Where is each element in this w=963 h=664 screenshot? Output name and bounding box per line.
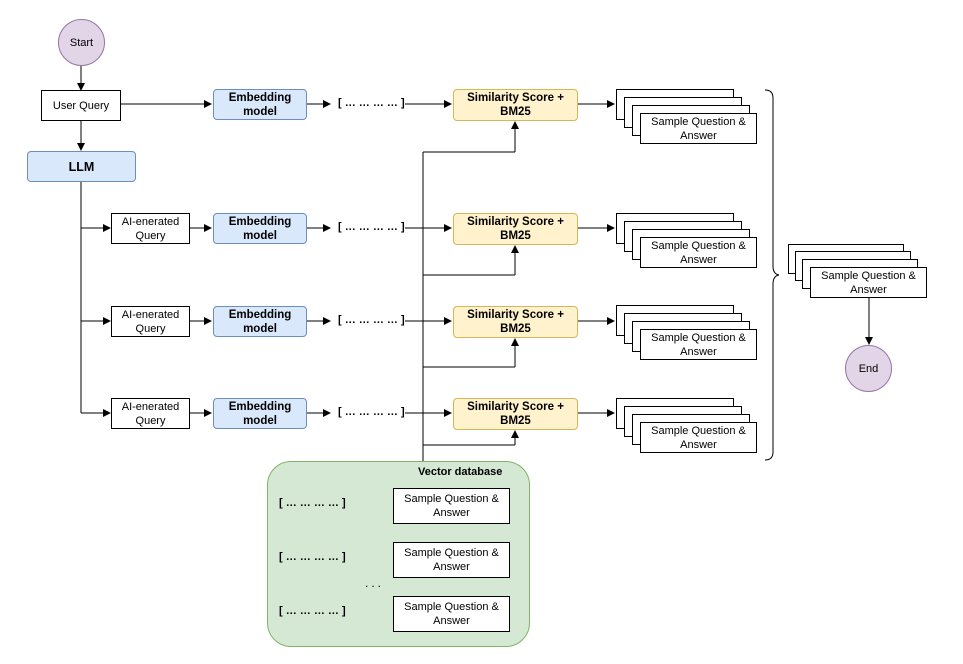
embedding-model-label: Embedding model — [228, 400, 292, 427]
llm-label: LLM — [68, 159, 95, 174]
database-qa-2: Sample Question & Answer — [393, 542, 510, 578]
sample-qa-card: Sample Question & Answer — [640, 113, 757, 144]
embedding-model-label: Embedding model — [228, 308, 292, 335]
database-qa-1: Sample Question & Answer — [393, 488, 510, 524]
sample-qa-card: Sample Question & Answer — [640, 422, 757, 453]
embedding-model-label: Embedding model — [228, 91, 292, 118]
similarity-score-node-2: Similarity Score + BM25 — [453, 213, 578, 245]
vector-database-title: Vector database — [418, 466, 503, 478]
similarity-score-label: Similarity Score + BM25 — [467, 401, 564, 427]
similarity-score-node-4: Similarity Score + BM25 — [453, 398, 578, 430]
end-node: End — [845, 345, 892, 392]
end-label: End — [858, 362, 879, 375]
similarity-score-label: Similarity Score + BM25 — [467, 92, 564, 118]
vector-placeholder-1: [ … … … … ] — [338, 97, 405, 109]
ai-query-node-2: AI-enerated Query — [111, 306, 190, 337]
database-vector-1: [ … … … … ] — [279, 497, 346, 509]
similarity-score-node-1: Similarity Score + BM25 — [453, 89, 578, 121]
embedding-model-node-1: Embedding model — [213, 89, 307, 120]
start-label: Start — [69, 36, 94, 49]
ai-query-label-2: AI-enerated Query — [121, 308, 180, 335]
similarity-score-node-3: Similarity Score + BM25 — [453, 306, 578, 338]
embedding-model-node-3: Embedding model — [213, 306, 307, 337]
embedding-model-node-2: Embedding model — [213, 213, 307, 244]
ai-query-label-3: AI-enerated Query — [121, 400, 180, 427]
similarity-score-label: Similarity Score + BM25 — [467, 216, 564, 242]
database-ellipsis: ... — [365, 576, 385, 590]
sample-qa-card: Sample Question & Answer — [640, 329, 757, 360]
sample-qa-card: Sample Question & Answer — [640, 237, 757, 268]
similarity-score-label: Similarity Score + BM25 — [467, 309, 564, 335]
database-vector-2: [ … … … … ] — [279, 551, 346, 563]
llm-node: LLM — [27, 151, 136, 182]
database-qa-3: Sample Question & Answer — [393, 596, 510, 632]
start-node: Start — [58, 19, 105, 66]
user-query-label: User Query — [52, 99, 110, 112]
embedding-model-node-4: Embedding model — [213, 398, 307, 429]
ai-query-node-3: AI-enerated Query — [111, 398, 190, 429]
vector-placeholder-2: [ … … … … ] — [338, 221, 405, 233]
ai-query-label-1: AI-enerated Query — [121, 215, 180, 242]
vector-placeholder-4: [ … … … … ] — [338, 406, 405, 418]
vector-placeholder-3: [ … … … … ] — [338, 314, 405, 326]
curly-brace — [764, 89, 780, 461]
ai-query-node-1: AI-enerated Query — [111, 213, 190, 244]
user-query-node: User Query — [41, 90, 121, 121]
vector-database: Vector database [ … … … … ] Sample Quest… — [267, 461, 530, 647]
embedding-model-label: Embedding model — [228, 215, 292, 242]
final-sample-qa-card: Sample Question & Answer — [810, 267, 927, 298]
database-vector-3: [ … … … … ] — [279, 605, 346, 617]
